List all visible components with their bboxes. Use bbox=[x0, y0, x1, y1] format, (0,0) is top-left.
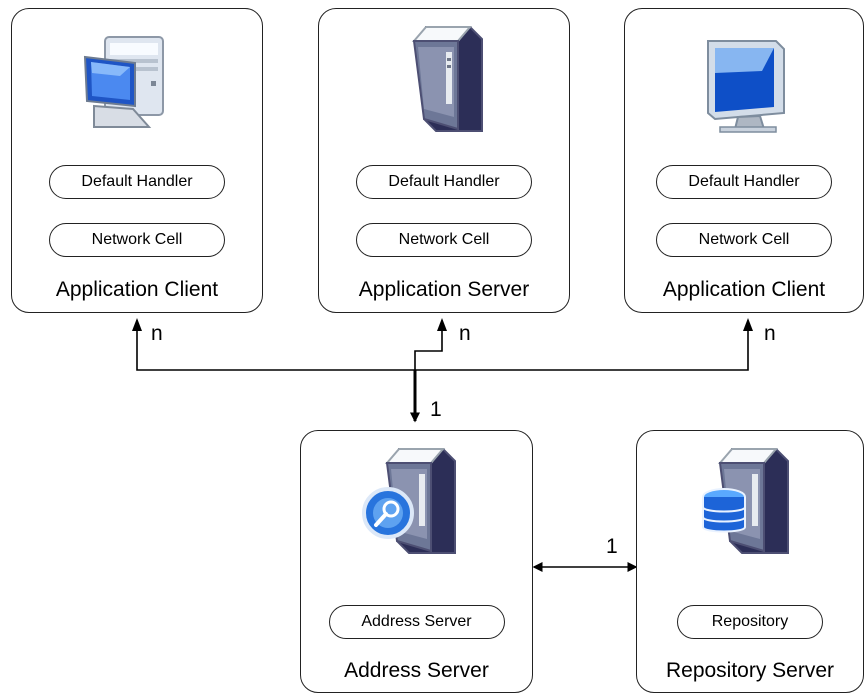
bus-line-center bbox=[414, 321, 443, 370]
arrowheads bbox=[132, 318, 753, 331]
node-title: Application Server bbox=[358, 278, 530, 301]
monitor-computer-icon bbox=[707, 40, 785, 133]
repository-server-icon bbox=[702, 448, 789, 554]
multiplicity-address-bus: 1 bbox=[430, 398, 442, 421]
bus-line-left bbox=[136, 321, 415, 371]
application-client-right-node: Default Handler Network Cell Application… bbox=[624, 8, 864, 313]
node-title: Address Server bbox=[344, 659, 489, 682]
component-network-cell: Network Cell bbox=[49, 223, 225, 257]
component-default-handler: Default Handler bbox=[356, 165, 532, 199]
arrow-client-left bbox=[132, 318, 142, 331]
bus-line-right bbox=[415, 321, 749, 371]
multiplicity-client-left: n bbox=[151, 322, 163, 345]
arrow-client-right bbox=[743, 318, 753, 331]
address-server-node: Address Server Address Server bbox=[300, 430, 533, 693]
component-address-server: Address Server bbox=[328, 605, 505, 639]
address-server-icon bbox=[361, 448, 456, 554]
component-network-cell: Network Cell bbox=[356, 223, 532, 257]
repository-server-node: Repository Repository Server bbox=[636, 430, 864, 693]
component-default-handler: Default Handler bbox=[656, 165, 832, 199]
multiplicity-client-right: n bbox=[764, 322, 776, 345]
arrow-server-app bbox=[437, 318, 447, 331]
server-tower-icon bbox=[411, 26, 483, 132]
multiplicity-server-app: n bbox=[459, 322, 471, 345]
desktop-computer-icon bbox=[83, 36, 164, 128]
application-client-left-node: Default Handler Network Cell Application… bbox=[11, 8, 263, 313]
node-title: Application Client bbox=[55, 278, 219, 301]
application-server-node: Default Handler Network Cell Application… bbox=[318, 8, 570, 313]
multiplicity-address-repository: 1 bbox=[606, 535, 618, 558]
component-repository: Repository bbox=[677, 605, 823, 639]
component-default-handler: Default Handler bbox=[49, 165, 225, 199]
bus-lines bbox=[136, 321, 749, 371]
node-title: Repository Server bbox=[665, 659, 835, 682]
node-title: Application Client bbox=[662, 278, 826, 301]
component-network-cell: Network Cell bbox=[656, 223, 832, 257]
